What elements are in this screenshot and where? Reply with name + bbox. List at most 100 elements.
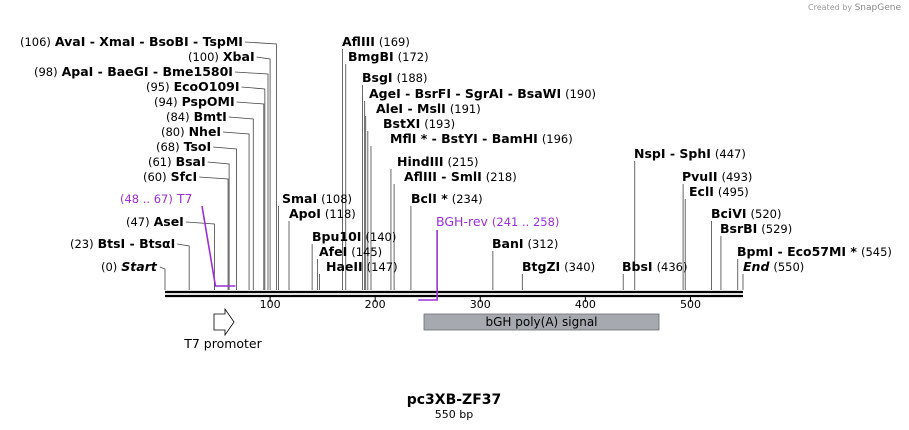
site-xbai[interactable]: (100) XbaI: [188, 49, 255, 64]
site-label-text: AflIII - SmlI (218): [404, 169, 517, 184]
enzyme-name: BbsI: [622, 259, 653, 274]
polya-signal-bar: [423, 313, 660, 331]
t7-promoter-feature[interactable]: T7 promoter: [183, 307, 263, 351]
site-alei[interactable]: AleI - MslI (191): [376, 101, 481, 116]
site-label-text: BmgBI (172): [348, 49, 429, 64]
enzyme-name: MflI *: [390, 131, 428, 146]
site-position: (68): [156, 140, 180, 154]
site-position: (191): [450, 102, 481, 116]
site-bpmi[interactable]: BpmI - Eco57MI * (545): [737, 244, 892, 259]
site-bani[interactable]: BanI (312): [492, 236, 558, 251]
site-mfli[interactable]: MflI * - BstYI - BamHI (196): [390, 131, 573, 146]
site-position: (545): [861, 245, 892, 259]
site-label-text: (98) ApaI - BaeGI - Bme1580I: [34, 64, 233, 79]
site-btsi[interactable]: (23) BtsI - BtsαI: [70, 236, 175, 251]
leader-line: [177, 243, 190, 290]
enzyme-name: Bme1580I: [162, 64, 232, 79]
site-t7[interactable]: (48 .. 67) T7: [120, 191, 192, 206]
site-position: (61): [148, 155, 172, 169]
site-position: (94): [154, 95, 178, 109]
site-ecoo109i[interactable]: (95) EcoO109I: [146, 79, 240, 94]
promoter-arrow-icon: [213, 307, 235, 337]
site-label-text: BpmI - Eco57MI * (545): [737, 244, 892, 259]
site-bpu10i[interactable]: Bpu10I (140): [312, 229, 396, 244]
site-bstxi[interactable]: BstXI (193): [383, 116, 455, 131]
site-position: (493): [722, 170, 753, 184]
enzyme-name: ApaI: [62, 64, 94, 79]
site-ecli[interactable]: EclI (495): [689, 184, 749, 199]
enzyme-name: SgrAI: [465, 86, 503, 101]
site-sfci[interactable]: (60) SfcI: [143, 169, 197, 184]
site-bcivi[interactable]: BciVI (520): [711, 206, 781, 221]
site-label-text: AgeI - BsrFI - SgrAI - BsaWI (190): [369, 86, 596, 101]
enzyme-name: BtsαI: [139, 236, 175, 251]
site-position: (550): [773, 260, 804, 274]
enzyme-name: BGH-rev: [436, 214, 489, 229]
site-position: (47): [126, 215, 150, 229]
site-position: (106): [20, 35, 51, 49]
enzyme-name: AvaI: [55, 34, 85, 49]
enzyme-name: BpmI: [737, 244, 773, 259]
site-label-text: (47) AseI: [126, 214, 184, 229]
enzyme-name: Bpu10I: [312, 229, 361, 244]
site-bsai[interactable]: (61) BsaI: [148, 154, 206, 169]
enzyme-name: BtsI: [98, 236, 126, 251]
site-bbsi[interactable]: BbsI (436): [622, 259, 688, 274]
site-hindiii[interactable]: HindIII (215): [397, 154, 478, 169]
enzyme-name: BaeGI: [107, 64, 148, 79]
site-label-text: (68) TsoI: [156, 139, 211, 154]
site-label-text: BsrBI (529): [720, 221, 792, 236]
site-bmti[interactable]: (84) BmtI: [166, 109, 227, 124]
bgh-polya-feature[interactable]: bGH poly(A) signal: [423, 313, 660, 331]
site-apoi[interactable]: ApoI (118): [289, 206, 356, 221]
site-afei[interactable]: AfeI (145): [319, 244, 382, 259]
credit-prefix: Created by: [808, 3, 853, 12]
enzyme-name: EcoO109I: [174, 79, 240, 94]
map-length: 550 bp: [435, 408, 473, 421]
enzyme-name: AflIII: [342, 34, 375, 49]
site-end[interactable]: End (550): [743, 259, 804, 274]
site-bcli[interactable]: BclI * (234): [411, 191, 483, 206]
site-label-text: MflI * - BstYI - BamHI (196): [390, 131, 573, 146]
site-start[interactable]: (0) Start: [101, 259, 158, 274]
site-bgh-rev[interactable]: BGH-rev (241 .. 258): [436, 214, 559, 229]
enzyme-name: MslI: [417, 101, 446, 116]
site-tsoi[interactable]: (68) TsoI: [156, 139, 211, 154]
name-separator: -: [135, 34, 149, 49]
site-nhei[interactable]: (80) NheI: [161, 124, 221, 139]
name-separator: -: [85, 34, 99, 49]
site-afliii[interactable]: AflIII - SmlI (218): [404, 169, 517, 184]
site-pspomi[interactable]: (94) PspOMI: [154, 94, 235, 109]
enzyme-name: SmlI: [451, 169, 482, 184]
leader-line: [185, 221, 215, 290]
site-apai[interactable]: (98) ApaI - BaeGI - Bme1580I: [34, 64, 233, 79]
site-label-text: (80) NheI: [161, 124, 221, 139]
site-bsgi[interactable]: BsgI (188): [362, 70, 428, 85]
enzyme-name: NspI: [634, 146, 666, 161]
site-label-text: BtgZI (340): [522, 259, 595, 274]
site-nspi[interactable]: NspI - SphI (447): [634, 146, 746, 161]
t7-primer-arrow[interactable]: [201, 205, 236, 287]
site-position: (60): [143, 170, 167, 184]
site-position: (241 .. 258): [492, 215, 560, 229]
bgh-rev-primer-arrow[interactable]: [418, 230, 438, 301]
site-btgzi[interactable]: BtgZI (340): [522, 259, 595, 274]
site-label-text: SmaI (108): [282, 191, 352, 206]
tick-label: 300: [470, 298, 491, 311]
site-afliii[interactable]: AflIII (169): [342, 34, 410, 49]
enzyme-name: HaeII: [326, 259, 363, 274]
site-pvuii[interactable]: PvuII (493): [682, 169, 752, 184]
enzyme-name: BtgZI: [522, 259, 560, 274]
site-bmgbi[interactable]: BmgBI (172): [348, 49, 429, 64]
site-position: (188): [397, 71, 428, 85]
site-label-text: ApoI (118): [289, 206, 356, 221]
site-position: (48 .. 67): [120, 192, 173, 206]
site-label-text: AleI - MslI (191): [376, 101, 481, 116]
site-agei[interactable]: AgeI - BsrFI - SgrAI - BsaWI (190): [369, 86, 596, 101]
site-haeii[interactable]: HaeII (147): [326, 259, 398, 274]
site-smai[interactable]: SmaI (108): [282, 191, 352, 206]
enzyme-name: Eco57MI *: [787, 244, 857, 259]
site-avai[interactable]: (106) AvaI - XmaI - BsoBI - TspMI: [20, 34, 243, 49]
site-asei[interactable]: (47) AseI: [126, 214, 184, 229]
site-bsrbi[interactable]: BsrBI (529): [720, 221, 792, 236]
